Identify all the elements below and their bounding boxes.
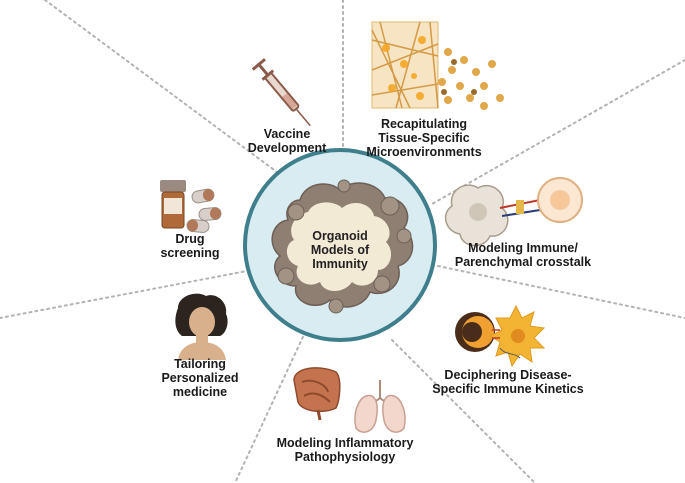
center-label: Organoid Models of Immunity bbox=[310, 229, 370, 271]
cell-interaction-icon bbox=[444, 177, 583, 247]
pill-bottle-icon bbox=[160, 180, 222, 233]
organoid-icon bbox=[271, 179, 414, 314]
syringe-icon bbox=[251, 58, 311, 127]
label-drug-screening: Drug screening bbox=[160, 232, 220, 260]
label-inflammatory-pathophysiology: Modeling Inflammatory Pathophysiology bbox=[276, 436, 414, 464]
person-icon bbox=[175, 293, 228, 360]
label-personalized-medicine: Tailoring Personalized medicine bbox=[161, 357, 239, 399]
divider-line-top-left bbox=[44, 0, 286, 179]
tissue-matrix-icon bbox=[371, 21, 504, 110]
label-immune-crosstalk: Modeling Immune/ Parenchymal crosstalk bbox=[454, 241, 592, 269]
divider-line-bottom-right bbox=[391, 339, 536, 483]
divider-line-left bbox=[0, 269, 253, 319]
label-immune-kinetics: Deciphering Disease- Specific Immune Kin… bbox=[432, 368, 584, 396]
immune-cells-icon bbox=[455, 304, 546, 368]
label-vaccine-development: Vaccine Development bbox=[247, 127, 327, 155]
divider-line-bottom-left bbox=[234, 325, 309, 483]
divider-line-top-right bbox=[431, 59, 685, 205]
divider-line-right bbox=[437, 265, 685, 319]
label-tissue-microenvironments: Recapitulating Tissue-Specific Microenvi… bbox=[366, 117, 482, 159]
intestine-lungs-icon bbox=[293, 367, 406, 433]
